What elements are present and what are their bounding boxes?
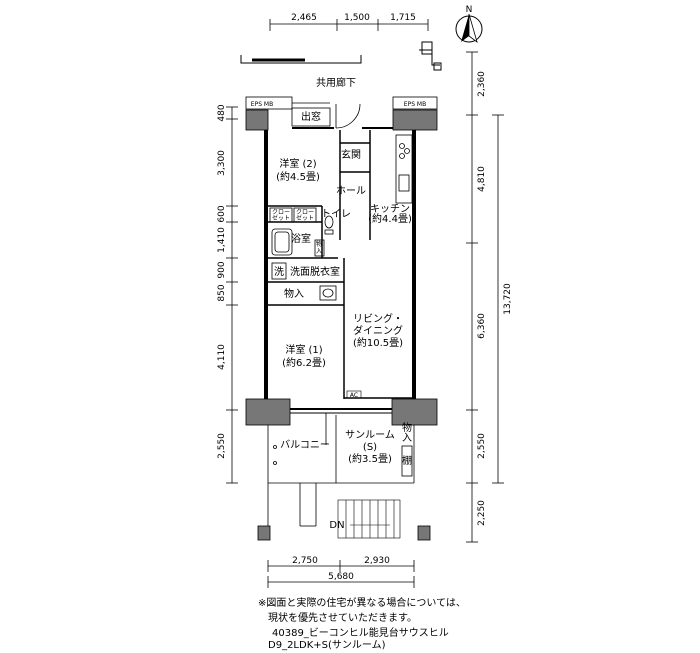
right-dim-1: 2,360	[477, 71, 487, 97]
living-name-2: ダイニング	[353, 324, 403, 337]
kitchen-name: キッチン	[370, 203, 410, 215]
dn-label: DN	[329, 520, 344, 531]
plan-type: D9_2LDK+S(サンルーム)	[268, 640, 386, 651]
corridor-label: 共用廊下	[316, 76, 356, 89]
north-arrow-icon: N	[455, 5, 483, 44]
entrance-label: 玄関	[341, 148, 361, 161]
small-storage	[314, 239, 325, 257]
left-dim-5: 900	[217, 261, 227, 278]
left-dim-6: 850	[217, 284, 227, 301]
bathtub-icon	[271, 228, 293, 256]
entrance-door	[335, 103, 361, 129]
left-dim-8: 2,550	[217, 433, 227, 459]
living-size: (約10.5畳)	[353, 336, 403, 349]
bath-label: 浴室	[291, 232, 311, 245]
washroom-label: 洗面脱衣室	[290, 265, 340, 278]
left-dim-4: 1,410	[217, 227, 227, 253]
closets	[269, 207, 317, 223]
bottom-dim-1: 2,750	[292, 556, 318, 566]
balcony-outline	[267, 425, 336, 527]
sunroom-s: (S)	[363, 442, 377, 453]
window-bay-label: 出窓	[301, 110, 321, 123]
right-dim-total: 13,720	[503, 283, 513, 315]
closet-a-label: クローゼット	[272, 209, 290, 222]
sunroom-storage-label: 物入	[402, 421, 412, 444]
sunroom-size: (約3.5畳)	[348, 452, 392, 465]
bottom-dim-2: 2,930	[364, 556, 390, 566]
kitchen-counter	[395, 134, 413, 204]
eps-left-label: EPS MB	[251, 101, 273, 108]
small-storage-label: 物入	[316, 240, 322, 255]
closet-b-label: クローゼット	[296, 209, 314, 222]
top-dim-3: 1,715	[390, 13, 416, 23]
ac-label: AC	[350, 392, 358, 399]
toilet-icon	[324, 215, 334, 235]
right-dim-5: 2,250	[477, 500, 487, 526]
exterior-walls	[264, 127, 416, 414]
eps-boxes	[245, 96, 438, 110]
wash-label: 洗	[274, 266, 284, 278]
bedroom2-name: 洋室 (2)	[279, 157, 316, 170]
window-bay	[291, 102, 331, 127]
toilet-label: トイレ	[321, 209, 351, 220]
structural-columns	[245, 109, 438, 541]
bedroom1-name: 洋室 (1)	[285, 343, 322, 356]
stairs	[337, 499, 401, 539]
top-dim-1: 2,465	[291, 13, 317, 23]
closet-b-line1: クロー	[296, 209, 314, 216]
disclaimer-line-1: ※図面と実際の住宅が異なる場合については、	[258, 598, 466, 609]
closet-b-line2: ゼット	[296, 214, 314, 222]
small-storage-line1: 物	[316, 240, 322, 248]
storage-label: 物入	[284, 287, 304, 300]
washer-box	[271, 262, 287, 280]
shelf-label: 棚	[402, 454, 412, 467]
disclaimer-line-2: 現状を優先させていただきます。	[258, 613, 417, 624]
sunroom-storage-line2: 入	[402, 433, 412, 444]
eps-right-label: EPS MB	[404, 101, 426, 108]
north-label: N	[466, 5, 473, 15]
bottom-dimension-line	[267, 560, 415, 588]
right-dim-4: 2,550	[477, 433, 487, 459]
ac-unit	[346, 390, 362, 399]
sink-icon	[319, 285, 337, 301]
left-dim-2: 3,300	[217, 150, 227, 176]
bedroom2-size: (約4.5畳)	[276, 170, 320, 183]
bedroom1-size: (約6.2畳)	[282, 356, 326, 369]
left-dimension-line	[226, 106, 238, 484]
corridor-wall-elements	[240, 41, 442, 71]
living-name-1: リビング・	[353, 312, 403, 325]
right-dim-3: 6,360	[477, 313, 487, 339]
top-dimension-line	[269, 19, 429, 31]
bottom-dim-total: 5,680	[328, 572, 354, 582]
right-dimension-line	[466, 51, 504, 543]
sunroom-walls	[325, 413, 415, 484]
balcony-label: バルコニー	[280, 439, 330, 451]
hall-label: ホール	[336, 185, 366, 197]
sunroom-storage-line1: 物	[402, 421, 412, 434]
right-dim-2: 4,810	[477, 166, 487, 192]
property-name: 40389_ビーコンヒル能見台サウスヒル	[272, 628, 449, 639]
left-dim-3: 600	[217, 205, 227, 222]
top-dim-2: 1,500	[344, 13, 370, 23]
closet-a-line2: ゼット	[272, 214, 290, 222]
sunroom-name: サンルーム	[345, 429, 395, 441]
small-storage-line2: 入	[316, 248, 322, 255]
closet-a-line1: クロー	[272, 209, 290, 216]
left-dim-1: 480	[217, 104, 227, 121]
left-dim-7: 4,110	[217, 344, 227, 370]
kitchen-size: (約4.4畳)	[368, 212, 412, 225]
